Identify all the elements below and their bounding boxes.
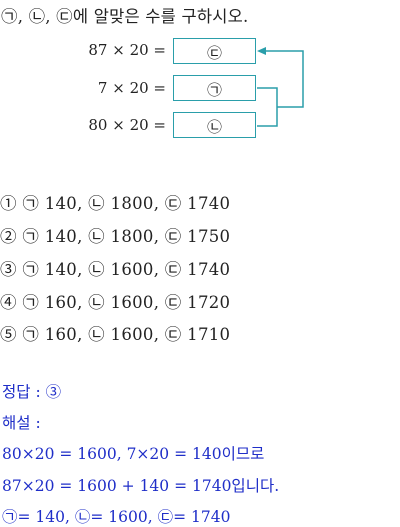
choice-2[interactable]: ② ㉠ 140, ㉡ 1800, ㉢ 1750 [0, 227, 231, 246]
answer-box-b: ㉡ [173, 112, 256, 138]
sum-connector [257, 47, 304, 127]
choice-3[interactable]: ③ ㉠ 140, ㉡ 1600, ㉢ 1740 [0, 260, 231, 279]
explanation-line-1: 80×20 = 1600, 7×20 = 140이므로 [2, 445, 265, 463]
expr-row-1: 87 × 20 = [88, 41, 166, 59]
arrow-head-icon [257, 47, 266, 55]
explanation-heading: 해설 : [2, 414, 41, 432]
expr-row-2: 7 × 20 = [97, 79, 166, 97]
answer-text: 정답 : ③ [2, 383, 62, 401]
choice-4[interactable]: ④ ㉠ 160, ㉡ 1600, ㉢ 1720 [0, 293, 231, 312]
answer-box-c: ㉢ [173, 38, 256, 64]
question-text: ㉠, ㉡, ㉢에 알맞은 수를 구하시오. [1, 7, 249, 26]
bracket-line [257, 87, 278, 127]
answer-box-a: ㉠ [173, 75, 256, 101]
expr-row-3: 80 × 20 = [88, 116, 166, 134]
arrow-line [262, 50, 304, 108]
choice-5[interactable]: ⑤ ㉠ 160, ㉡ 1600, ㉢ 1710 [0, 325, 231, 344]
explanation-line-3: ㉠= 140, ㉡= 1600, ㉢= 1740 [2, 508, 231, 526]
choice-1[interactable]: ① ㉠ 140, ㉡ 1800, ㉢ 1740 [0, 194, 231, 213]
box-label-c: ㉢ [206, 44, 222, 62]
explanation-line-2: 87×20 = 1600 + 140 = 1740입니다. [2, 477, 280, 495]
box-label-b: ㉡ [206, 118, 222, 136]
box-label-a: ㉠ [206, 81, 222, 99]
